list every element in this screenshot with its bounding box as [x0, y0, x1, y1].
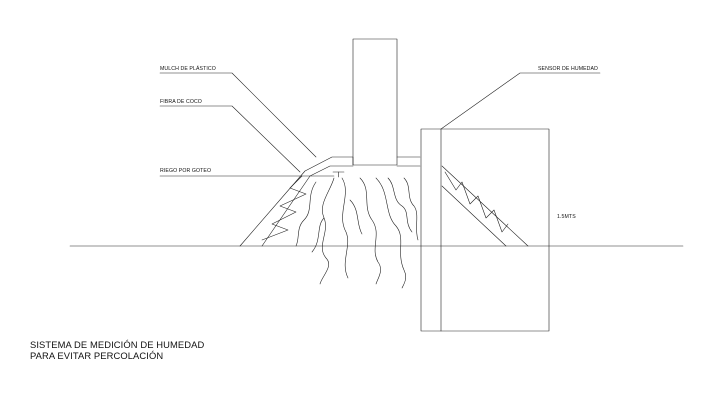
- diagram-caption: SISTEMA DE MEDICIÓN DE HUMEDAD PARA EVIT…: [30, 339, 204, 361]
- label-mulch: MULCH DE PLÁSTICO: [160, 65, 216, 72]
- root-5: [387, 177, 413, 233]
- caption-line-2: PARA EVITAR PERCOLACIÓN: [30, 350, 164, 361]
- label-sensor: SENSOR DE HUMEDAD: [538, 66, 598, 72]
- root-4: [375, 177, 406, 289]
- root-8: [349, 199, 363, 235]
- root-7: [403, 177, 419, 241]
- label-depth: 1.5MTS: [557, 214, 576, 220]
- root-9: [311, 217, 325, 253]
- mulch-right-slope-outer: [441, 165, 529, 247]
- label-drip: RIEGO POR GOTEO: [160, 168, 211, 174]
- coco-fiber-right: [444, 171, 509, 233]
- label-fiber: FIBRA DE COCO: [160, 99, 202, 105]
- caption-line-1: SISTEMA DE MEDICIÓN DE HUMEDAD: [30, 339, 205, 350]
- root-3: [359, 177, 381, 285]
- leader-fiber: [159, 105, 301, 173]
- humidity-sensor-probe: [420, 128, 442, 332]
- mulch-right-slope-inner: [441, 185, 507, 247]
- plastic-mulch-left-inner: [261, 165, 354, 247]
- root-6: [295, 181, 317, 247]
- root-1: [319, 177, 335, 285]
- leader-sensor: [440, 72, 601, 130]
- soil-column-box: [440, 128, 550, 332]
- central-post: [352, 38, 398, 166]
- leader-mulch: [159, 72, 317, 158]
- root-2: [341, 177, 349, 279]
- plastic-mulch-left: [239, 156, 354, 247]
- coco-fiber-left: [261, 175, 307, 241]
